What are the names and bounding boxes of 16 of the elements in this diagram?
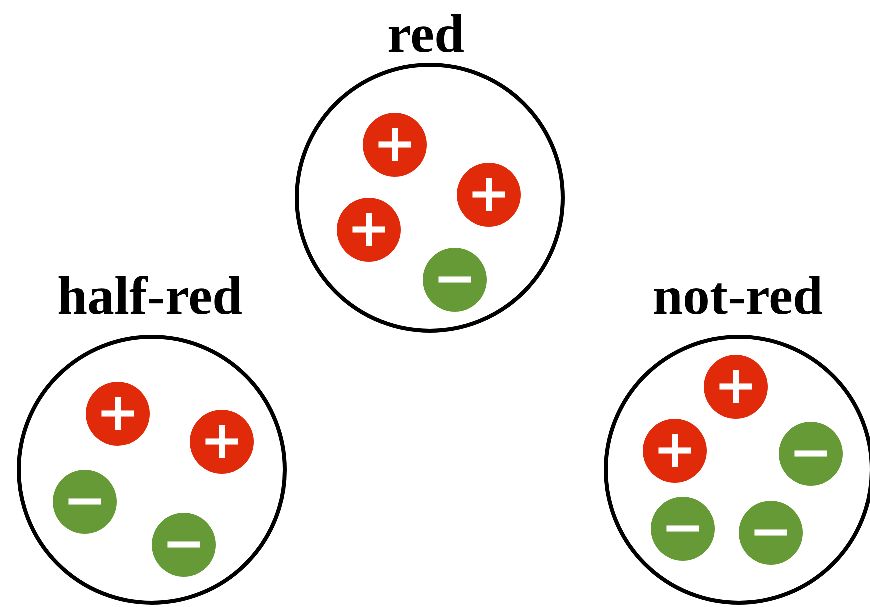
positive-charge: + <box>704 355 768 419</box>
negative-charge: − <box>53 470 117 534</box>
positive-charge: + <box>643 419 707 483</box>
negative-charge: − <box>651 497 715 561</box>
negative-charge: − <box>152 513 216 577</box>
negative-charge: − <box>739 501 803 565</box>
group-heading: half-red <box>58 266 242 326</box>
positive-charge: + <box>86 382 150 446</box>
negative-charge: − <box>779 422 843 486</box>
positive-charge: + <box>457 163 521 227</box>
positive-charge: + <box>337 198 401 262</box>
group-heading: red <box>388 4 464 64</box>
positive-charge: + <box>190 410 254 474</box>
negative-charge: − <box>423 248 487 312</box>
group-heading: not-red <box>653 266 823 326</box>
positive-charge: + <box>363 113 427 177</box>
